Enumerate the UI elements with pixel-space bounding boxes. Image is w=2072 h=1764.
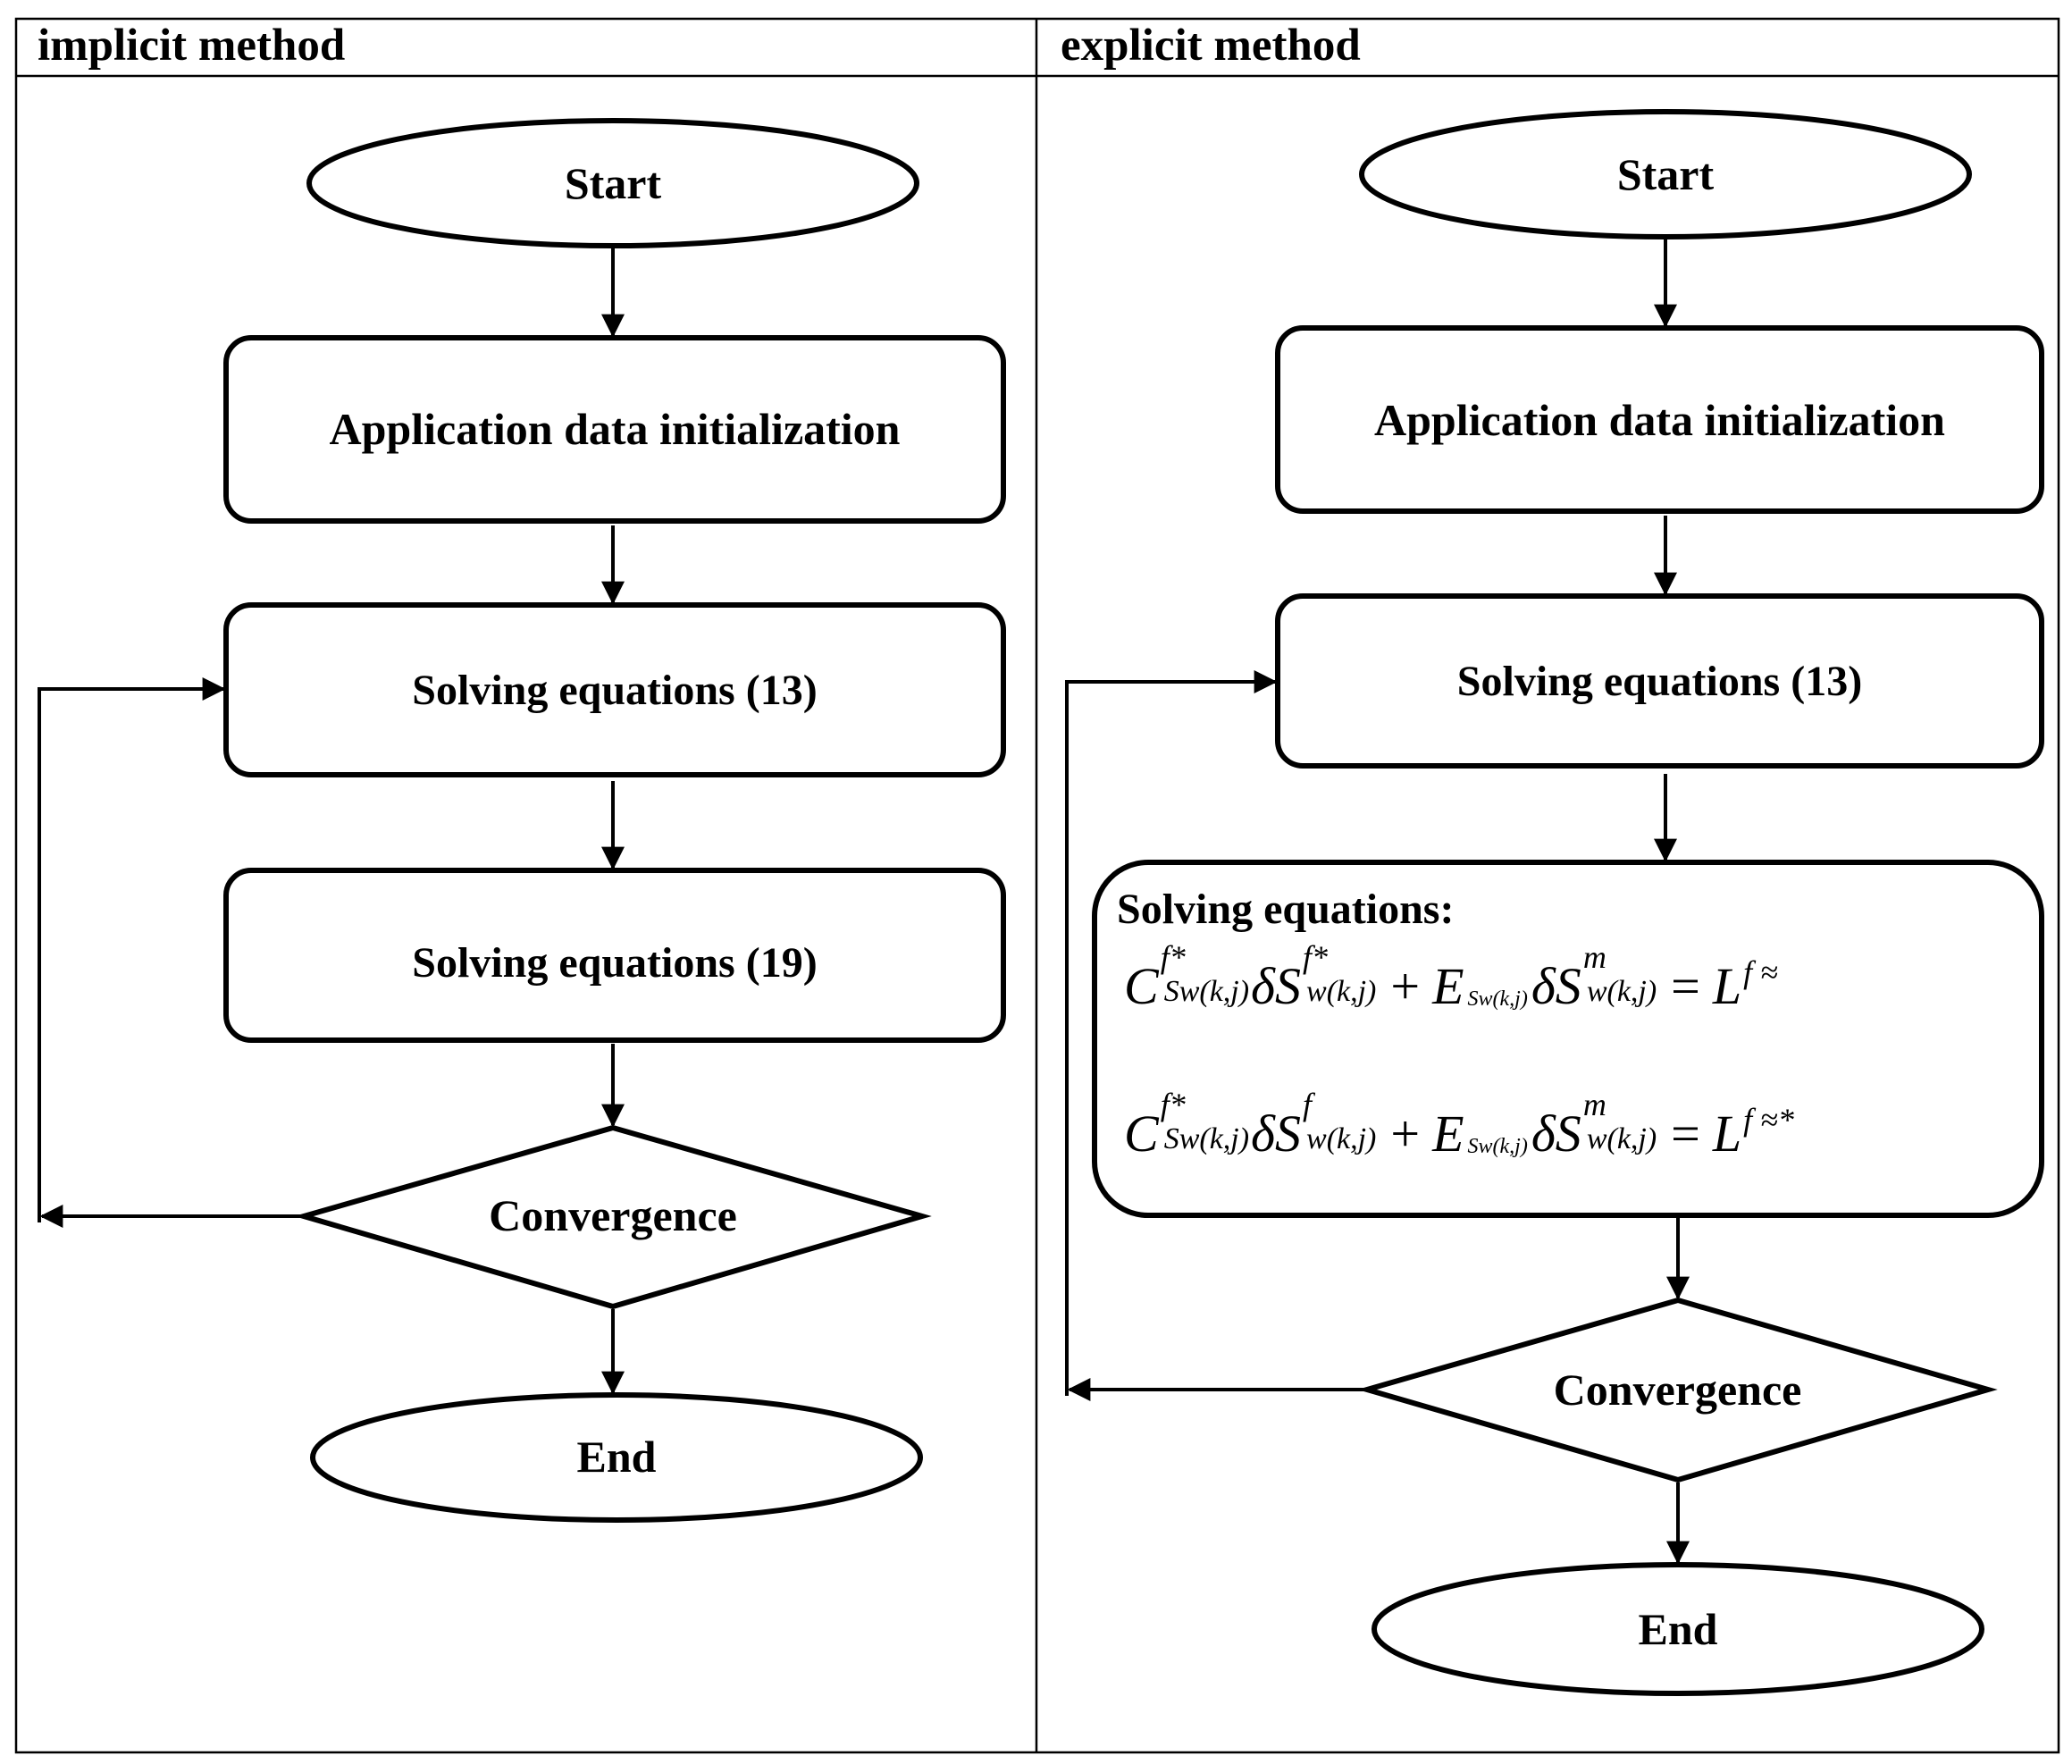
explicit-init-process (1275, 325, 2044, 514)
eq1-equals: = (1671, 957, 1700, 1016)
explicit-equations-process (1092, 860, 2044, 1218)
eq2-ds1-superscript: f (1303, 1087, 1313, 1122)
eq1-ds2-superscript: m (1582, 939, 1606, 975)
explicit-end-label: End (1638, 1604, 1718, 1654)
eq2-e-subscript: Sw(k,j) (1467, 1135, 1528, 1158)
implicit-init-process (223, 335, 1006, 524)
implicit-solve19-process (223, 868, 1006, 1043)
eq2-term-l: L (1712, 1105, 1742, 1163)
eq1-term-l: L (1712, 957, 1742, 1016)
arrow-explicit-feedback-loop (1065, 670, 1278, 1396)
eq2-ds1-subscript: w(k,j) (1306, 1122, 1377, 1155)
explicit-convergence-decision (1357, 1297, 1998, 1483)
arrow-implicit-feedback-loop (38, 677, 226, 1222)
eq1-term-ds1: δS (1251, 957, 1302, 1016)
eq2-c-superscript: f* (1160, 1087, 1186, 1122)
implicit-solve13-label: Solving equations (13) (412, 666, 818, 714)
implicit-solve19-label: Solving equations (19) (412, 938, 818, 987)
eq2-term-ds1: δS (1251, 1105, 1302, 1163)
eq1-e-subscript: Sw(k,j) (1467, 987, 1528, 1011)
eq2-l-superscript: f ≈* (1743, 1102, 1794, 1138)
eq1-term-c: C (1124, 957, 1159, 1016)
implicit-header: implicit method (38, 21, 346, 71)
eq2-ds2-subscript: w(k,j) (1586, 1122, 1657, 1155)
eq1-ds1-subscript: w(k,j) (1306, 975, 1377, 1008)
implicit-end-label: End (576, 1432, 657, 1482)
explicit-init-label: Application data initialization (1374, 395, 1945, 445)
explicit-equations-title: Solving equations: (1117, 886, 1455, 933)
explicit-solve13-process (1275, 593, 2044, 769)
explicit-solve13-label: Solving equations (13) (1456, 657, 1863, 705)
eq1-c-subscript: Sw(k,j) (1163, 975, 1250, 1008)
explicit-start-label: Start (1616, 149, 1715, 199)
eq2-ds2-superscript: m (1582, 1087, 1606, 1122)
eq1-plus: + (1390, 957, 1421, 1016)
eq2-equals: = (1671, 1105, 1700, 1163)
eq2-term-c: C (1124, 1105, 1159, 1163)
eq2-c-subscript: Sw(k,j) (1163, 1122, 1250, 1155)
eq1-term-ds2: δS (1531, 957, 1581, 1016)
implicit-convergence-label: Convergence (489, 1190, 737, 1240)
implicit-solve13-process (223, 602, 1006, 777)
implicit-start-label: Start (564, 158, 662, 208)
eq1-ds1-superscript: f* (1303, 939, 1329, 975)
eq1-ds2-subscript: w(k,j) (1586, 975, 1657, 1008)
eq2-plus: + (1390, 1105, 1421, 1163)
implicit-end-terminal (310, 1392, 923, 1523)
explicit-convergence-label: Convergence (1553, 1365, 1802, 1415)
eq1-l-superscript: f ≈ (1743, 954, 1778, 990)
implicit-init-label: Application data initialization (329, 404, 901, 454)
explicit-header: explicit method (1061, 21, 1361, 71)
eq1-term-e: E (1432, 957, 1464, 1016)
eq1-c-superscript: f* (1160, 939, 1186, 975)
implicit-convergence-decision (294, 1124, 932, 1310)
eq2-term-e: E (1432, 1105, 1464, 1163)
eq2-term-ds2: δS (1531, 1105, 1581, 1163)
explicit-end-terminal (1372, 1562, 1984, 1696)
